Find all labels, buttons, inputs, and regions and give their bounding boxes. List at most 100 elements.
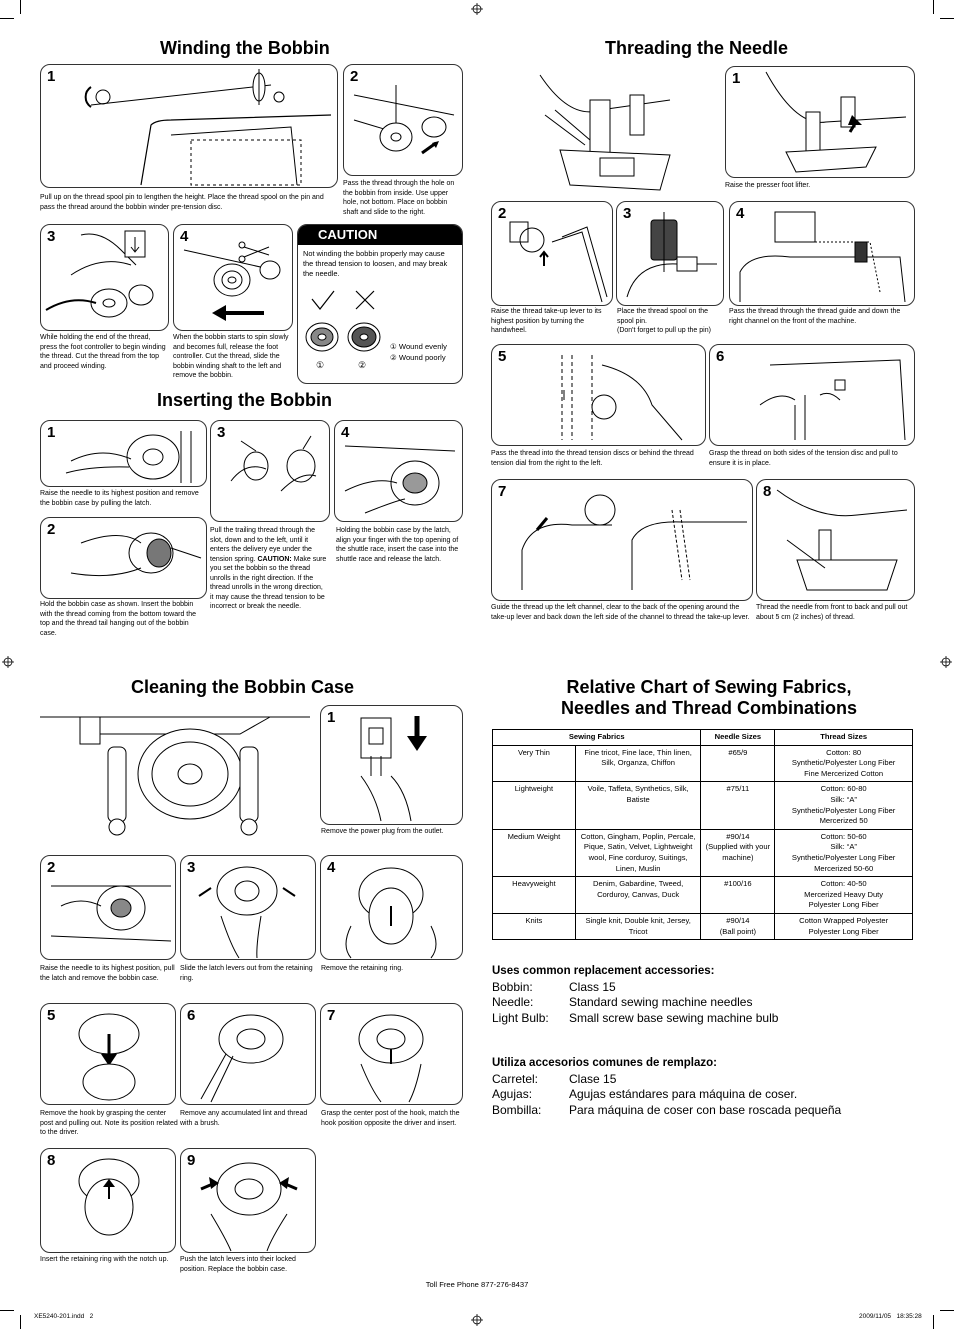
step-number: 8 — [47, 1152, 56, 1169]
thread-size-cell: Cotton: 60-80 Silk: “A” Synthetic/Polyes… — [774, 781, 913, 830]
winding-title: Winding the Bobbin — [160, 38, 330, 58]
file-name: XE5240-201.indd 2 — [34, 1313, 94, 1320]
accessory-row: Agujas:Agujas estándares para máquina de… — [492, 1087, 912, 1103]
fabric-types-cell: Single knit, Double knit, Jersey, Tricot — [574, 912, 702, 941]
step-number: 4 — [736, 205, 745, 222]
crop-mark — [940, 1310, 954, 1311]
cleaning-step-7-panel: 7 — [320, 1003, 463, 1105]
accessory-key: Bobbin: — [492, 979, 533, 994]
accessory-value: Small screw base sewing machine bulb — [569, 1010, 779, 1025]
accessory-key: Needle: — [492, 995, 534, 1009]
remove-bobbin-case-illustration — [65, 431, 192, 483]
cleaning-step-8-caption: Insert the retaining ring with the notch… — [40, 1256, 169, 1263]
accessories-english: Uses common replacement accessories: Bob… — [492, 964, 912, 1026]
accessory-key: Bombilla: — [492, 1102, 542, 1117]
step-number: 5 — [498, 348, 507, 365]
accessory-row: Light Bulb:Small screw base sewing machi… — [492, 1011, 912, 1027]
step-number: 3 — [217, 424, 226, 441]
accessory-key: Carretel: — [492, 1071, 539, 1086]
crop-mark — [20, 0, 21, 14]
inserting-step-2-panel: 2 — [40, 517, 207, 599]
fabric-types-cell: Fine tricot, Fine lace, Thin linen, Silk… — [574, 744, 702, 783]
take-up-lever-illustration — [509, 221, 608, 303]
fabric-weight-cell: Lightweight — [492, 781, 576, 830]
threading-title: Threading the Needle — [605, 38, 789, 58]
registration-mark-top — [471, 3, 483, 15]
threading-step-4-caption: Pass the thread through the thread guide… — [729, 308, 901, 325]
crop-mark — [933, 1315, 934, 1329]
threading-step-6-caption: Grasp the thread on both sides of the te… — [709, 450, 898, 467]
accessories-spanish: Utiliza accesorios comunes de remplazo: … — [492, 1056, 912, 1118]
threading-step-5-caption: Pass the thread into the thread tension … — [491, 450, 694, 467]
cleaning-step-2-panel: 2 — [40, 855, 176, 960]
insert-hook-illustration — [358, 1014, 424, 1103]
winding-step-1-caption: Pull up on the thread spool pin to lengt… — [40, 194, 324, 211]
fabric-types-cell: Cotton, Gingham, Poplin, Percale, Pique,… — [574, 828, 702, 878]
crop-mark — [0, 1310, 14, 1311]
thread-size-cell: Cotton: 50-60 Silk: “A” Synthetic/Polyes… — [774, 828, 913, 878]
remove-retaining-ring-illustration — [345, 867, 437, 959]
needle-size-cell: #90/14 (Ball point) — [700, 912, 776, 941]
threading-step-2-caption: Raise the thread take-up lever to its hi… — [491, 308, 602, 334]
fabric-weight-cell: Very Thin — [492, 744, 576, 783]
cleaning-step-9-caption: Push the latch levers into their locked … — [180, 1256, 296, 1273]
fabric-needle-thread-table: Sewing Fabrics Needle Sizes Thread Sizes… — [491, 729, 913, 941]
hold-bobbin-case-illustration — [70, 532, 202, 577]
crop-mark — [940, 18, 954, 19]
caution-box: CAUTION Not winding the bobbin properly … — [297, 224, 463, 384]
cleaning-step-6-caption: Remove any accumulated lint and thread w… — [180, 1110, 308, 1127]
chart-title-line2: Needles and Thread Combinations — [560, 698, 858, 718]
remove-bobbin-case-illustration — [50, 885, 172, 942]
inserting-step-2-caption: Hold the bobbin case as shown. Insert th… — [40, 601, 197, 637]
cleaning-step-3-panel: 3 — [180, 855, 316, 960]
threading-step-3-caption: Place the thread spool on the spool pin. — [617, 308, 709, 325]
step-number: 3 — [623, 205, 632, 222]
threading-step-7-panel: 7 — [491, 479, 753, 601]
threading-step-8-caption: Thread the needle from front to back and… — [756, 604, 908, 621]
insert-case-shuttle-illustration — [344, 445, 456, 514]
inserting-step-4-panel: 4 — [334, 420, 463, 522]
winding-step-1-panel: 1 — [40, 64, 338, 188]
thread-size-cell: Cotton: 80 Synthetic/Polyester Long Fibe… — [774, 744, 913, 783]
accessory-value: Agujas estándares para máquina de coser. — [569, 1087, 798, 1101]
threading-step-6-panel: 6 — [709, 344, 915, 446]
caption-text: Make sure you set the bobbin so the thre… — [210, 555, 327, 611]
bobbin-case-overview-illustration — [40, 712, 310, 842]
caption-text: Pull the trailing thread through the slo… — [210, 527, 316, 563]
cleaning-step-4-caption: Remove the retaining ring. — [321, 965, 404, 972]
column-header: Sewing Fabrics — [491, 729, 702, 746]
hand-holding-thread-illustration — [45, 230, 154, 318]
inserting-step-1-panel: 1 — [40, 420, 207, 487]
print-timestamp: 2009/11/05 18:35:28 — [859, 1313, 922, 1320]
crop-mark — [933, 0, 934, 14]
step-number: 4 — [180, 228, 189, 245]
step-number: 2 — [498, 205, 507, 222]
step-number: 4 — [327, 859, 336, 876]
fabric-types-cell: Voile, Taffeta, Synthetics, Silk, Batist… — [574, 781, 702, 830]
registration-mark-left — [2, 656, 14, 668]
threading-step-1-panel: 1 — [725, 66, 915, 178]
push-latch-levers-illustration — [200, 1162, 298, 1252]
step-number: 7 — [498, 483, 507, 500]
step-number: 1 — [327, 709, 336, 726]
accessory-value: Para máquina de coser con base roscada p… — [569, 1102, 842, 1117]
winding-step-2-panel: 2 — [343, 64, 463, 176]
brush-lint-illustration — [200, 1014, 284, 1103]
winding-step-4-caption: When the bobbin starts to spin slowly an… — [173, 334, 289, 379]
power-plug-illustration — [360, 716, 427, 822]
inserting-step-4-caption: Holding the bobbin case by the latch, al… — [336, 527, 459, 563]
step-number: 1 — [47, 68, 56, 85]
thread-needle-illustration — [776, 489, 908, 591]
step-number: 4 — [341, 424, 350, 441]
threading-step-4-panel: 4 — [729, 201, 915, 306]
cleaning-step-1-panel: 1 — [320, 705, 463, 825]
cleaning-step-2-caption: Raise the needle to its highest position… — [40, 965, 175, 982]
thread-size-cell: Cotton Wrapped Polyester Polyester Long … — [774, 912, 913, 941]
spool-on-pin-illustration — [626, 212, 717, 298]
fabric-types-cell: Denim, Gabardine, Tweed, Corduroy, Canva… — [574, 876, 702, 914]
caution-word: CAUTION: — [257, 555, 292, 563]
